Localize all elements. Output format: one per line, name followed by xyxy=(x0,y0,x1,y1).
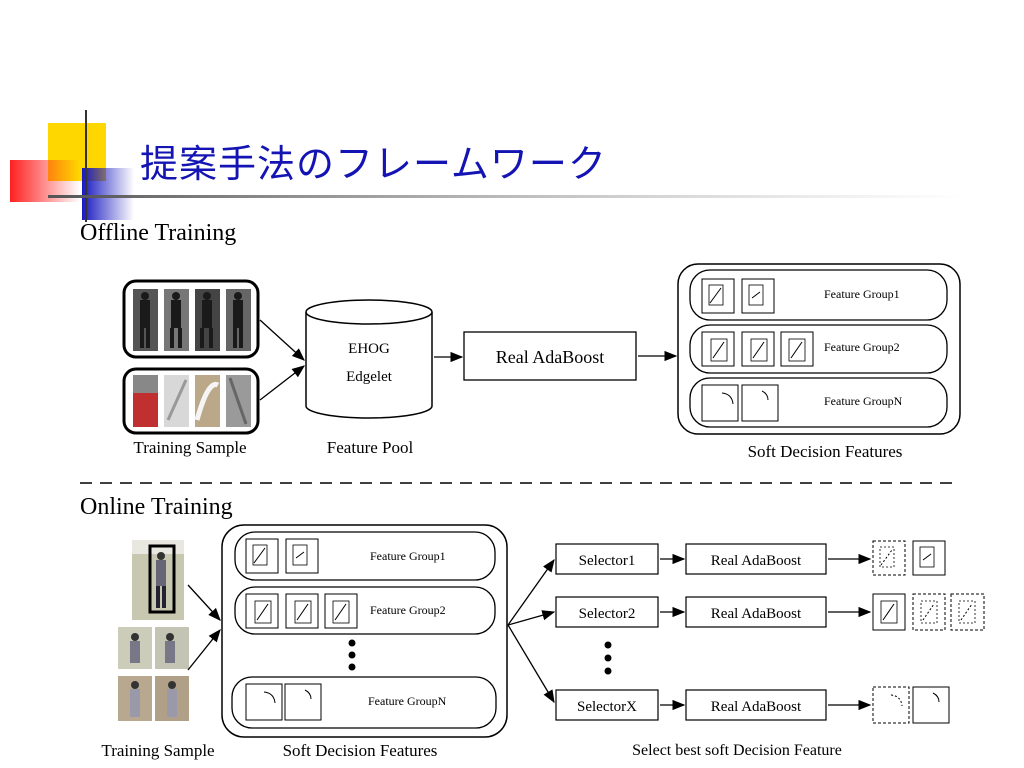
offline-feature-groupN: Feature GroupN xyxy=(824,394,903,408)
selectorX-box xyxy=(555,689,659,721)
slide-title: 提案手法のフレームワーク xyxy=(140,142,607,186)
feature-pool-caption: Feature Pool xyxy=(327,438,414,457)
online-training-heading: Online Training xyxy=(80,494,233,520)
online-feature-group2: Feature Group2 xyxy=(370,603,446,617)
online-training-sample-label: Training Sample xyxy=(101,741,214,760)
online-feature-group1: Feature Group1 xyxy=(370,549,446,563)
offline-training-heading: Offline Training xyxy=(80,220,237,246)
online-soft-decision-features xyxy=(221,524,508,738)
online-adaboost1-label: Real AdaBoost xyxy=(711,553,802,569)
online-adaboost2-box xyxy=(685,596,827,628)
feature-pool-edgelet: Edgelet xyxy=(346,369,393,385)
offline-real-adaboost-label: Real AdaBoost xyxy=(496,347,605,367)
selected-soft-features xyxy=(872,540,985,724)
title-decoration xyxy=(10,110,968,222)
offline-soft-decision-features xyxy=(677,263,961,435)
select-best-caption: Select best soft Decision Feature xyxy=(632,742,842,759)
offline-soft-features-caption: Soft Decision Features xyxy=(748,442,903,461)
online-adaboostX-label: Real AdaBoost xyxy=(711,699,802,715)
offline-training-sample-label: Training Sample xyxy=(133,438,246,457)
feature-pool-cylinder xyxy=(305,299,433,419)
selector1-box xyxy=(555,543,659,575)
online-feature-groupN: Feature GroupN xyxy=(368,694,447,708)
selector2-box xyxy=(555,596,659,628)
online-adaboostX-box xyxy=(685,689,827,721)
offline-feature-group1: Feature Group1 xyxy=(824,287,900,301)
offline-negative-samples xyxy=(122,367,260,435)
offline-feature-group2: Feature Group2 xyxy=(824,340,900,354)
online-adaboost1-box xyxy=(685,543,827,575)
selector1-label: Selector1 xyxy=(579,553,636,569)
selectorX-label: SelectorX xyxy=(577,699,637,715)
selector2-label: Selector2 xyxy=(579,606,636,622)
online-soft-features-caption: Soft Decision Features xyxy=(283,741,438,760)
offline-positive-samples xyxy=(122,279,260,359)
online-training-samples xyxy=(118,540,189,721)
offline-real-adaboost-box xyxy=(463,331,637,381)
online-adaboost2-label: Real AdaBoost xyxy=(711,606,802,622)
feature-pool-ehog: EHOG xyxy=(348,341,390,357)
